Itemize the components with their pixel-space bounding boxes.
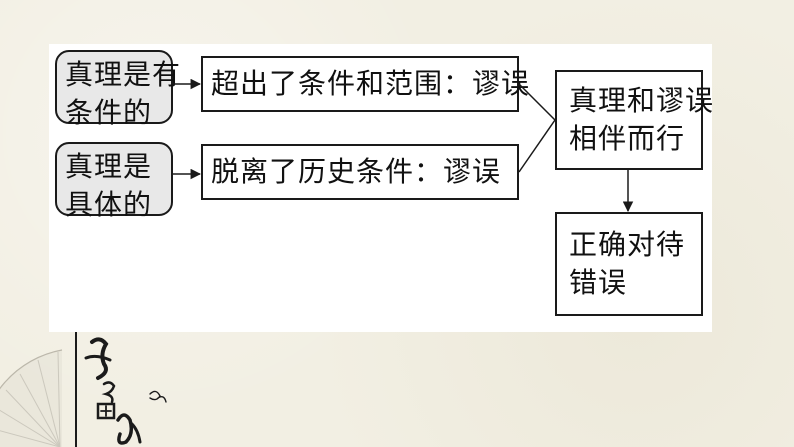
node-text: 超出了条件和范围：谬误 <box>211 67 531 100</box>
node-text: 脱离了历史条件：谬误 <box>211 155 502 188</box>
node-line: 正确对待 <box>569 228 686 261</box>
node-detached-history: 脱离了历史条件：谬误 <box>201 144 519 200</box>
node-truth-is-conditional: 真理是有 条件的 <box>55 50 182 129</box>
connector-detached-to-coexist <box>518 119 556 173</box>
calligraphy-logo <box>84 337 167 445</box>
node-line: 条件的 <box>65 96 153 129</box>
connector-beyond-to-coexist <box>518 83 556 121</box>
diagram-connectors <box>173 78 634 213</box>
node-line: 真理是 <box>65 150 153 183</box>
node-line: 相伴而行 <box>569 122 686 155</box>
node-line: 错误 <box>569 266 628 299</box>
node-line: 具体的 <box>65 188 153 221</box>
diagram-canvas: 真理是有 条件的 真理是 具体的 超出了条件和范围：谬误 脱离了历史条件：谬误 … <box>49 44 715 332</box>
folding-fan-icon <box>0 349 63 447</box>
ink-fan-logo <box>0 332 167 447</box>
node-treat-errors: 正确对待 错误 <box>555 212 703 316</box>
node-line: 真理是有 <box>65 58 182 91</box>
node-beyond-conditions: 超出了条件和范围：谬误 <box>201 56 529 112</box>
node-truth-is-concrete: 真理是 具体的 <box>55 142 173 221</box>
node-line: 真理和谬误 <box>569 84 715 117</box>
node-truth-error-coexist: 真理和谬误 相伴而行 <box>555 70 715 170</box>
